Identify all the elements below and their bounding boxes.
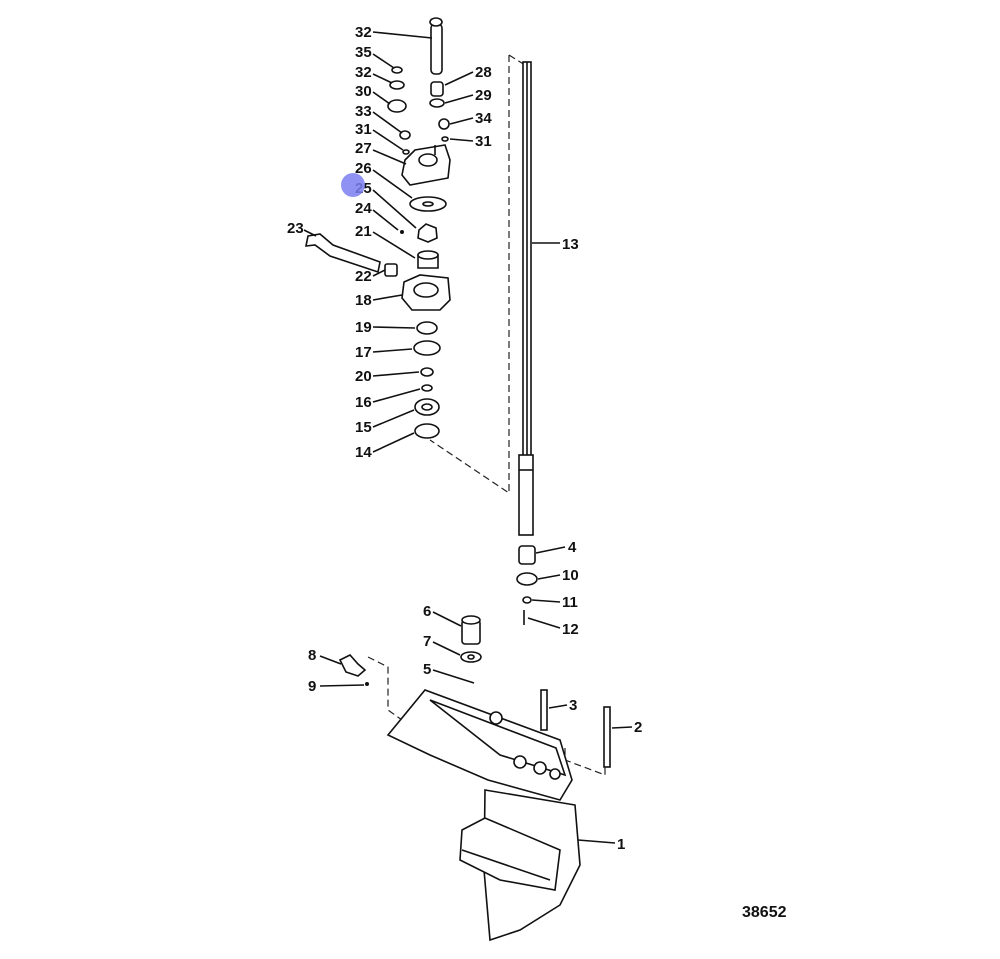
callout-30: 30	[355, 83, 372, 100]
callout-15: 15	[355, 419, 372, 436]
callout-13: 13	[562, 236, 579, 253]
callout-22: 22	[355, 268, 372, 285]
callout-4: 4	[568, 539, 577, 556]
callout-9: 9	[308, 678, 316, 695]
figure-number: 38652	[742, 904, 787, 921]
callout-33: 32	[355, 64, 372, 81]
water-pump-body	[401, 144, 451, 186]
callout-31b: 31	[475, 133, 492, 150]
callout-32a: 33	[355, 103, 372, 120]
callout-7: 7	[423, 633, 431, 650]
callout-31a: 31	[355, 121, 372, 138]
callout-6: 6	[423, 603, 431, 620]
callout-20: 20	[355, 368, 372, 385]
callout-26: 26	[355, 160, 372, 177]
callout-2: 2	[634, 719, 642, 736]
upper-small-parts	[387, 66, 450, 155]
callout-27: 27	[355, 140, 372, 157]
pointer-cursor-indicator	[341, 173, 365, 197]
pump-base-housing	[401, 274, 451, 311]
callout-3: 3	[569, 697, 577, 714]
leader-lines	[303, 31, 633, 844]
callout-10: 10	[562, 567, 579, 584]
inlet-elbow-tube	[305, 233, 398, 277]
callout-19: 19	[355, 319, 372, 336]
callout-17: 17	[355, 344, 372, 361]
callout-11: 11	[562, 594, 578, 611]
callout-1: 1	[617, 836, 625, 853]
gear-housing	[386, 689, 581, 942]
callout-23: 23	[287, 220, 304, 237]
callout-14: 14	[355, 444, 372, 461]
seals-and-gaskets	[413, 321, 441, 439]
guide-line-lower-right	[564, 748, 606, 776]
callout-32b: 34	[475, 110, 492, 127]
bushing-and-washer	[460, 615, 482, 663]
guide-line-lower-left	[367, 656, 403, 721]
water-tube	[429, 17, 443, 75]
callout-29: 29	[475, 87, 492, 104]
studs	[540, 689, 611, 768]
callout-18: 18	[355, 292, 372, 309]
bracket-and-screw	[338, 654, 369, 686]
callout-labels: 32 35 32 30 33 31 27 26 25 24 21 23 22 1…	[287, 24, 787, 921]
callout-34: 32	[355, 24, 372, 41]
callout-5: 5	[423, 661, 431, 678]
callout-35: 35	[355, 44, 372, 61]
callout-24: 24	[355, 200, 372, 217]
callout-8: 8	[308, 647, 316, 664]
callout-21: 21	[355, 223, 372, 240]
callout-28: 28	[475, 64, 492, 81]
callout-16: 16	[355, 394, 372, 411]
callout-12: 12	[562, 621, 579, 638]
lower-shaft-parts	[516, 545, 538, 625]
pump-internal-parts	[400, 196, 447, 269]
drive-shaft	[518, 61, 534, 536]
